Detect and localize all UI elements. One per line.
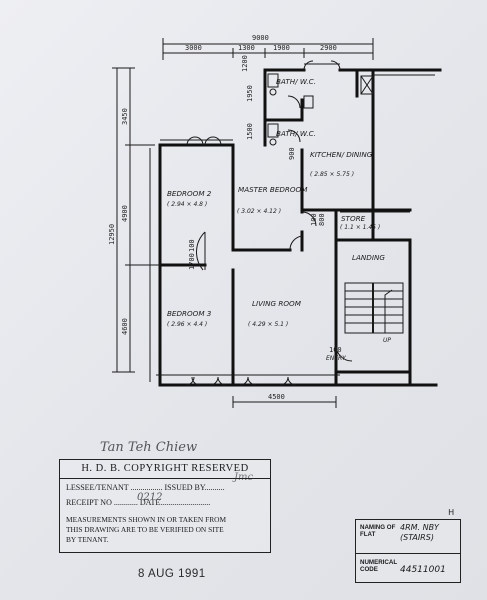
dim-small-4: 900 xyxy=(288,147,296,160)
windows-top xyxy=(160,60,341,386)
date-stamp: 8 AUG 1991 xyxy=(138,568,206,580)
door-swings xyxy=(196,95,353,362)
code-value: 44511001 xyxy=(400,565,446,575)
stamp-receipt-line: RECEIPT NO ............ DATE............… xyxy=(66,498,211,507)
dim-top-4: 2900 xyxy=(320,44,337,52)
room-label-living: LIVING ROOM xyxy=(252,299,302,308)
refuse-chute-icon xyxy=(360,75,374,95)
stairs-up-label: UP xyxy=(383,337,391,344)
walls xyxy=(158,68,442,387)
handwritten-tenant-name: Tan Teh Chiew xyxy=(100,440,198,455)
room-size-store: ( 1.1 × 1.45 ) xyxy=(340,224,380,231)
dim-top-2: 1300 xyxy=(238,44,255,52)
room-label-kitchen: KITCHEN/ DINING xyxy=(310,150,373,159)
dim-left-2: 4900 xyxy=(121,205,129,222)
stamp-measurement-note: MEASUREMENTS SHOWN IN OR TAKEN FROM THIS… xyxy=(66,515,227,544)
dim-overall-width: 9000 xyxy=(252,34,269,42)
room-label-bedroom-2: BEDROOM 2 xyxy=(167,189,212,198)
dim-bottom-living: 4500 xyxy=(268,393,285,401)
title-block-corner-letter: H xyxy=(448,508,454,517)
dim-top-1: 3000 xyxy=(185,44,202,52)
stairs xyxy=(344,282,404,334)
room-label-store: STORE xyxy=(341,214,366,223)
room-label-bath-2: BATH/ W.C. xyxy=(276,129,316,138)
room-label-landing: LANDING xyxy=(352,253,385,262)
dim-top-3: 1900 xyxy=(273,44,290,52)
copyright-stamp: H. D. B. COPYRIGHT RESERVED LESSEE/TENAN… xyxy=(59,459,271,553)
handwritten-receipt-no: 0212 xyxy=(137,492,163,503)
toilet-icon-2 xyxy=(267,123,279,138)
flat-title-block: H NAMING OF FLAT 4RM. NBY (STAIRS) NUMER… xyxy=(355,508,461,583)
dim-small-1: 1200 xyxy=(241,55,249,72)
stamp-title: H. D. B. COPYRIGHT RESERVED xyxy=(81,463,249,474)
room-size-master: ( 3.02 × 4.12 ) xyxy=(237,208,281,215)
naming-value: 4RM. NBY (STAIRS) xyxy=(400,523,439,542)
room-label-bath-1: BATH/ W.C. xyxy=(276,77,316,86)
dim-small-3: 100 xyxy=(188,239,196,252)
entry-label: ENTRY xyxy=(326,355,347,362)
dim-bath-1: 1950 xyxy=(246,85,254,102)
handwritten-initials: Jmc xyxy=(232,472,253,483)
dim-left-total: 12950 xyxy=(108,224,116,245)
dim-small-6: 800 xyxy=(318,213,326,226)
dim-left-1: 3450 xyxy=(121,108,129,125)
toilet-icon xyxy=(267,73,279,88)
room-size-kitchen: ( 2.85 × 5.75 ) xyxy=(310,171,354,178)
room-size-bedroom-3: ( 2.96 × 4.4 ) xyxy=(167,321,207,328)
basin-icon xyxy=(303,95,314,109)
code-label: NUMERICAL CODE xyxy=(360,559,398,573)
room-size-living: ( 4.29 × 5.1 ) xyxy=(248,321,288,328)
naming-label: NAMING OF FLAT xyxy=(360,524,396,538)
title-block-divider xyxy=(356,553,460,554)
room-size-bedroom-2: ( 2.94 × 4.8 ) xyxy=(167,201,207,208)
stamp-divider xyxy=(60,478,270,479)
dim-bath-2: 1500 xyxy=(246,123,254,140)
dim-small-7: 100 xyxy=(329,346,342,354)
dim-small-2: 1700 xyxy=(188,253,196,270)
stamp-lessee-line: LESSEE/TENANT ................ ISSUED BY… xyxy=(66,483,225,492)
dim-small-5: 100 xyxy=(310,213,318,226)
dim-left-3: 4600 xyxy=(121,318,129,335)
room-label-master: MASTER BEDROOM xyxy=(238,185,308,194)
room-label-bedroom-3: BEDROOM 3 xyxy=(167,309,212,318)
